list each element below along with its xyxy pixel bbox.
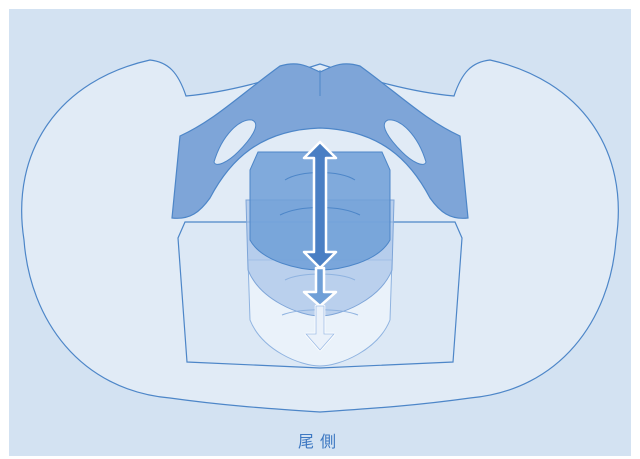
caption-caudal: 尾側 bbox=[0, 428, 640, 452]
